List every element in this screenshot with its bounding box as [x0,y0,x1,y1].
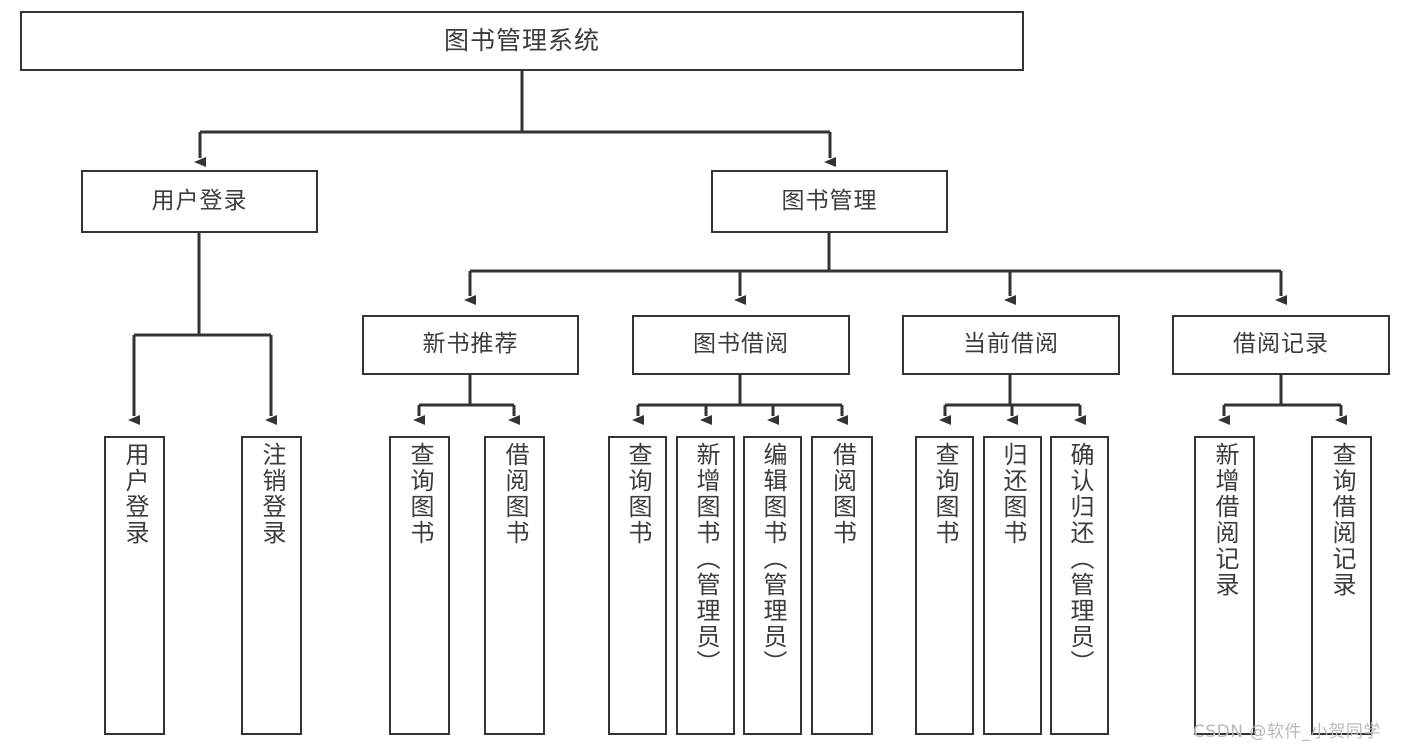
node-label: 归还图书 [998,442,1027,546]
node-label: 用户登录 [120,442,149,546]
node-label: 当前借阅 [963,331,1059,358]
node-level3-current-borrow[interactable]: 当前借阅 [902,315,1120,375]
node-leaf-borrow-book[interactable]: 借阅图书 [811,436,873,735]
node-level3-new-book-recommend[interactable]: 新书推荐 [362,315,579,375]
csdn-watermark: CSDN @软件_小贺同学 [1193,722,1381,742]
node-label: 查询借阅记录 [1327,442,1356,598]
node-level3-book-borrow[interactable]: 图书借阅 [632,315,850,375]
node-leaf-query-book-current[interactable]: 查询图书 [915,436,974,735]
node-label: 查询图书 [623,442,652,546]
node-level2-user-login[interactable]: 用户登录 [81,170,318,233]
node-label: 借阅图书 [500,442,529,546]
node-label: 新增图书（管理员） [691,442,720,676]
node-label: 新书推荐 [422,331,519,358]
node-root[interactable]: 图书管理系统 [20,11,1024,71]
node-label: 新增借阅记录 [1210,442,1239,598]
node-label: 查询图书 [405,442,434,546]
node-leaf-add-book-admin[interactable]: 新增图书（管理员） [676,436,735,735]
node-label: 查询图书 [930,442,959,546]
node-leaf-query-book-newbook[interactable]: 查询图书 [389,436,450,735]
node-leaf-add-borrow-record[interactable]: 新增借阅记录 [1194,436,1255,735]
node-leaf-edit-book-admin[interactable]: 编辑图书（管理员） [743,436,802,735]
node-leaf-confirm-return-admin[interactable]: 确认归还（管理员） [1050,436,1109,735]
node-leaf-logout[interactable]: 注销登录 [241,436,302,735]
node-leaf-query-borrow-record[interactable]: 查询借阅记录 [1311,436,1372,735]
node-root-label: 图书管理系统 [443,26,600,56]
node-label: 图书管理 [781,187,878,214]
node-label: 注销登录 [257,442,286,546]
node-label: 确认归还（管理员） [1065,442,1094,676]
node-leaf-query-book-borrow[interactable]: 查询图书 [608,436,667,735]
node-label: 用户登录 [151,187,248,214]
node-label: 图书借阅 [693,331,789,358]
node-label: 编辑图书（管理员） [758,442,787,676]
node-label: 借阅记录 [1233,331,1329,358]
node-level2-book-management[interactable]: 图书管理 [711,170,948,233]
node-leaf-user-login[interactable]: 用户登录 [104,436,165,735]
node-level3-borrow-record[interactable]: 借阅记录 [1172,315,1390,375]
node-leaf-borrow-book-newbook[interactable]: 借阅图书 [484,436,545,735]
node-label: 借阅图书 [828,442,857,546]
node-leaf-return-book[interactable]: 归还图书 [983,436,1042,735]
